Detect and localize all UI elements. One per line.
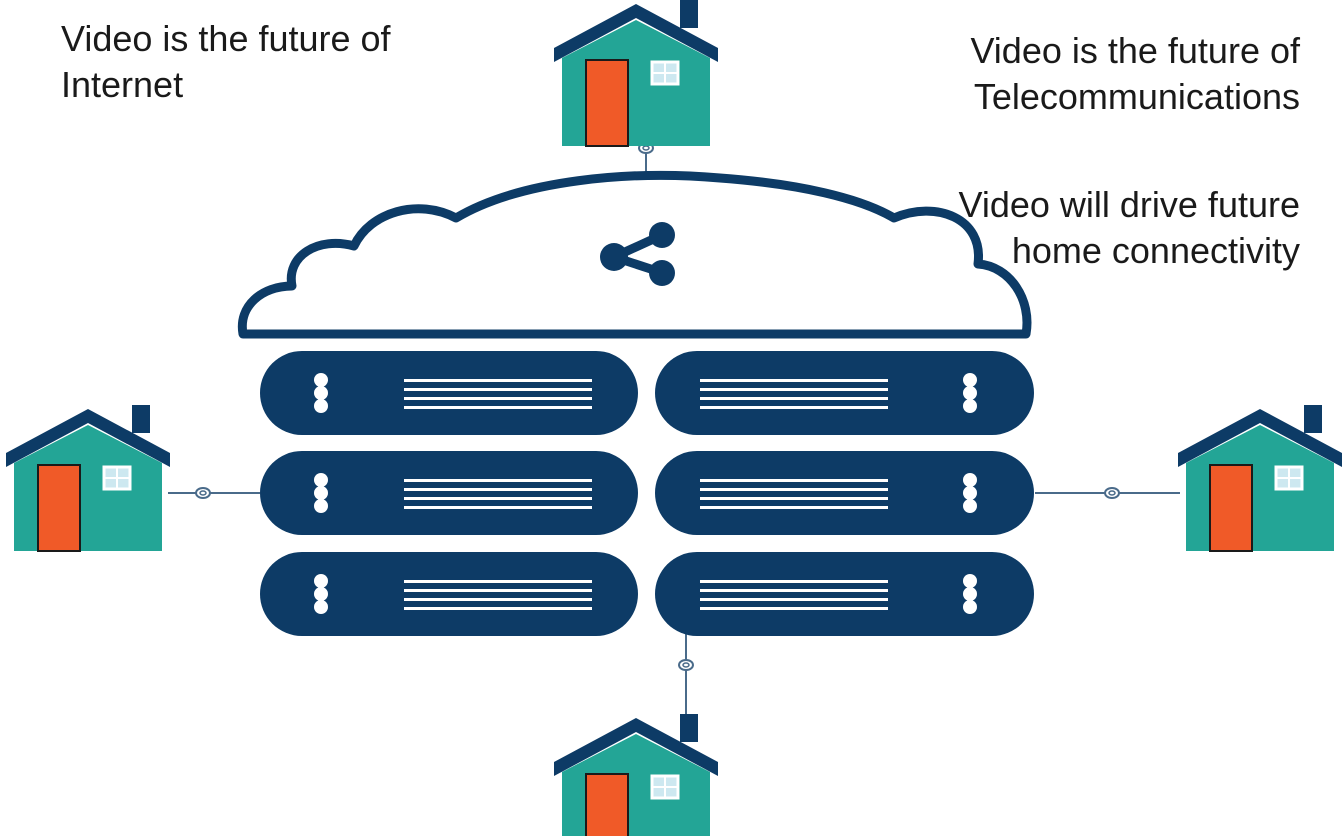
house-icon-bottom xyxy=(552,712,720,836)
caption-internet: Video is the future of Internet xyxy=(61,16,481,108)
server-unit xyxy=(260,351,638,435)
connector-bottom xyxy=(678,659,694,671)
caption-home-line1: Video will drive future xyxy=(958,184,1300,225)
caption-telecom-line1: Video is the future of xyxy=(970,30,1300,71)
server-unit xyxy=(260,552,638,636)
house-icon-left xyxy=(4,403,172,553)
cloud xyxy=(237,170,1032,339)
server-unit xyxy=(655,451,1034,535)
share-icon xyxy=(600,222,675,286)
server-unit xyxy=(655,552,1034,636)
caption-internet-line2: Internet xyxy=(61,64,184,105)
caption-telecom: Video is the future of Telecommunication… xyxy=(830,28,1300,120)
connector-right xyxy=(1104,487,1120,499)
connector-left xyxy=(195,487,211,499)
caption-home-line2: home connectivity xyxy=(1011,230,1300,271)
server-unit xyxy=(260,451,638,535)
caption-home: Video will drive future home connectivit… xyxy=(830,182,1300,274)
caption-internet-line1: Video is the future of xyxy=(61,18,391,59)
server-unit xyxy=(655,351,1034,435)
house-icon-right xyxy=(1176,403,1342,553)
caption-telecom-line2: Telecommunications xyxy=(973,76,1300,117)
house-icon-top xyxy=(552,0,720,148)
